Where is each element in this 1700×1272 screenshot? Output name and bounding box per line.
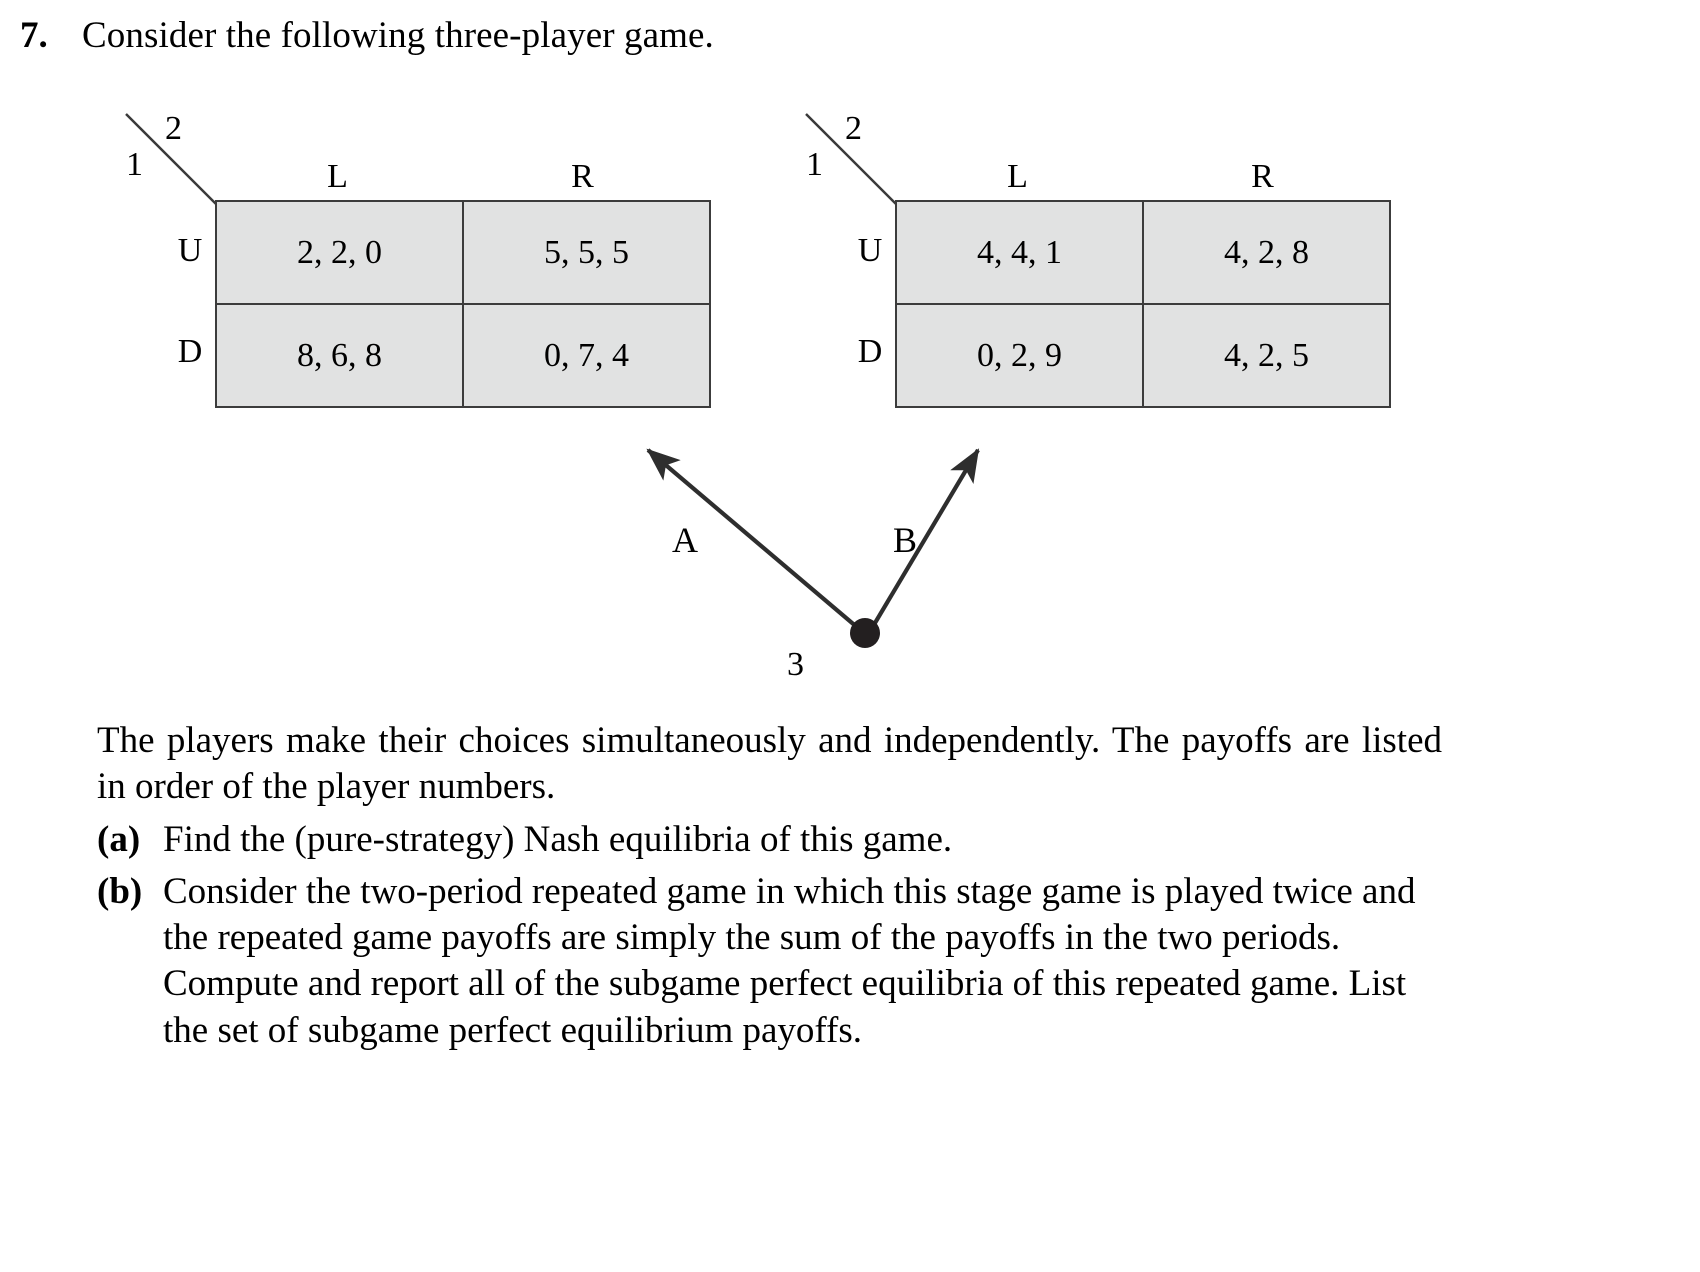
matrix-b-column-headers: L R	[895, 160, 1385, 194]
matrix-b-cell-d-l: 0, 2, 9	[895, 303, 1144, 408]
list-text-a: Find the (pure-strategy) Nash equilibria…	[163, 818, 953, 860]
matrix-b-table: 4, 4, 1 4, 2, 8 0, 2, 9 4, 2, 5	[895, 200, 1391, 408]
matrix-b-cell-d-r: 4, 2, 5	[1142, 303, 1391, 408]
matrix-b-row-headers: U D	[845, 200, 895, 408]
matrix-a-cell-u-l: 2, 2, 0	[215, 200, 464, 305]
matrix-b-row-header-d: D	[857, 332, 883, 370]
matrix-a-row-header-d: D	[177, 332, 203, 370]
question-heading: 7. Consider the following three-player g…	[20, 14, 1420, 57]
branch-label-b: B	[893, 520, 918, 560]
matrix-a-corner-key: 1 2	[118, 106, 238, 211]
matrix-b-col-header-r: R	[1251, 158, 1274, 195]
matrix-a-col-header-r: R	[571, 158, 594, 195]
matrix-a-cell-u-r: 5, 5, 5	[462, 200, 711, 305]
matrix-a-col-player-label: 2	[165, 110, 182, 147]
payoff-matrix-b: 1 2 L R U D 4, 4, 1 4, 2, 8 0, 2, 9 4, 2…	[790, 100, 1490, 420]
matrix-b-cell-u-l: 4, 4, 1	[895, 200, 1144, 305]
matrix-a-column-headers: L R	[215, 160, 705, 194]
matrix-a-row-player-label: 1	[126, 146, 143, 183]
node-label-player3: 3	[787, 646, 804, 683]
table-row: 8, 6, 8 0, 7, 4	[215, 303, 711, 408]
list-marker-a: (a)	[97, 818, 141, 860]
matrix-a-row-headers: U D	[165, 200, 215, 408]
question-prompt: Consider the following three-player game…	[82, 15, 714, 56]
list-text-b: Consider the two-period repeated game in…	[163, 870, 1416, 1051]
branch-label-a: A	[672, 520, 698, 560]
corner-slash-icon	[805, 113, 899, 207]
question-body: The players make their choices simultane…	[97, 718, 1442, 1054]
body-paragraph: The players make their choices simultane…	[97, 720, 1442, 808]
matrix-b-cell-u-r: 4, 2, 8	[1142, 200, 1391, 305]
matrix-b-corner-key: 1 2	[798, 106, 918, 211]
list-item: (b) Consider the two-period repeated gam…	[97, 869, 1442, 1054]
matrix-a-grid-wrap: U D 2, 2, 0 5, 5, 5 8, 6, 8 0, 7, 4	[165, 200, 711, 408]
matrix-b-row-player-label: 1	[806, 146, 823, 183]
corner-slash-icon	[125, 113, 219, 207]
player3-node-diagram: A B 3	[600, 430, 1040, 700]
matrix-b-col-header-l: L	[1007, 158, 1028, 195]
question-number: 7.	[20, 15, 48, 56]
matrix-a-row-header-u: U	[177, 231, 203, 269]
matrix-b-col-player-label: 2	[845, 110, 862, 147]
matrix-b-row-header-u: U	[857, 231, 883, 269]
matrix-a-col-header-l: L	[327, 158, 348, 195]
matrix-a-table: 2, 2, 0 5, 5, 5 8, 6, 8 0, 7, 4	[215, 200, 711, 408]
branch-arrows-icon	[646, 448, 980, 648]
list-item: (a) Find the (pure-strategy) Nash equili…	[97, 817, 1442, 863]
payoff-matrices: 1 2 L R U D 2, 2, 0 5, 5, 5 8, 6, 8 0, 7…	[0, 100, 1700, 430]
table-row: 4, 4, 1 4, 2, 8	[895, 200, 1391, 305]
payoff-matrix-a: 1 2 L R U D 2, 2, 0 5, 5, 5 8, 6, 8 0, 7…	[110, 100, 810, 420]
matrix-a-cell-d-r: 0, 7, 4	[462, 303, 711, 408]
list-marker-b: (b)	[97, 870, 143, 912]
matrix-a-cell-d-l: 8, 6, 8	[215, 303, 464, 408]
table-row: 2, 2, 0 5, 5, 5	[215, 200, 711, 305]
table-row: 0, 2, 9 4, 2, 5	[895, 303, 1391, 408]
matrix-b-grid-wrap: U D 4, 4, 1 4, 2, 8 0, 2, 9 4, 2, 5	[845, 200, 1391, 408]
